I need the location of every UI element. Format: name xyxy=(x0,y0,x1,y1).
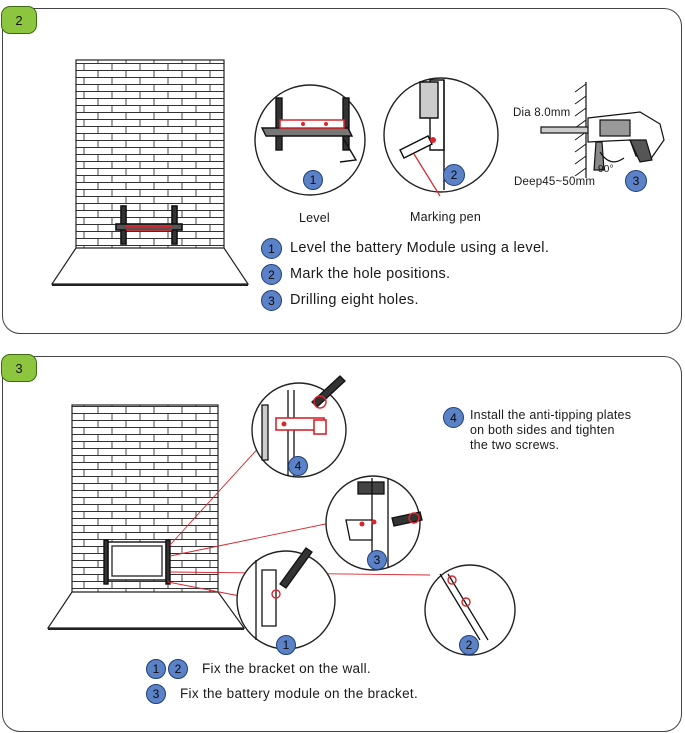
diameter-label: Dia 8.0mm xyxy=(513,107,571,119)
step-3-tab: 3 xyxy=(1,354,37,382)
callout-badge-1b: 1 xyxy=(276,635,296,655)
depth-label: Deep45~50mm xyxy=(514,176,596,188)
note-badge-4: 4 xyxy=(443,407,464,428)
note-line-3: the two screws. xyxy=(470,438,560,452)
instruction-badge-1: 1 xyxy=(261,238,282,259)
angle-label: 90° xyxy=(598,164,614,175)
callout-badge-3b: 3 xyxy=(367,550,387,570)
callout-badge-4: 4 xyxy=(288,456,308,476)
instruction-fix-bracket-text: Fix the bracket on the wall. xyxy=(202,661,371,676)
instruction-badge-1b: 1 xyxy=(146,659,166,679)
note-line-2: on both sides and tighten xyxy=(470,423,615,437)
callout-badge-3: 3 xyxy=(625,170,647,192)
instruction-level-text: Level the battery Module using a level. xyxy=(290,240,550,256)
callout-badge-1: 1 xyxy=(303,170,323,190)
level-label: Level xyxy=(299,211,330,225)
instruction-badge-2: 2 xyxy=(261,264,282,285)
instruction-badge-3b: 3 xyxy=(146,684,166,704)
instruction-drill-text: Drilling eight holes. xyxy=(290,292,419,308)
instruction-badge-3: 3 xyxy=(261,290,282,311)
marking-pen-label: Marking pen xyxy=(410,210,481,224)
callout-badge-2: 2 xyxy=(443,164,465,186)
instruction-mark-text: Mark the hole positions. xyxy=(290,266,451,282)
callout-badge-2b: 2 xyxy=(459,635,479,655)
step-2-tab: 2 xyxy=(1,6,37,34)
note-line-1: Install the anti-tipping plates xyxy=(470,408,632,422)
anti-tipping-note: Install the anti-tipping plates on both … xyxy=(470,408,631,453)
step-2-panel xyxy=(2,8,682,334)
instruction-badge-2b: 2 xyxy=(168,659,188,679)
instruction-fix-module-text: Fix the battery module on the bracket. xyxy=(180,686,419,701)
